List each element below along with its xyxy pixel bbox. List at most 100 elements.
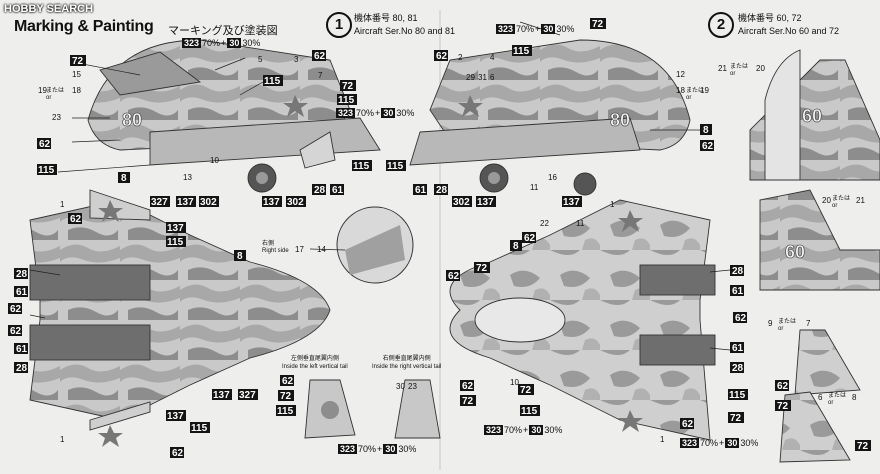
svg-text:16: 16	[548, 173, 557, 182]
svg-text:6: 6	[818, 393, 823, 402]
color-pct-a: 70%	[516, 24, 535, 34]
callout-leader-lines	[29, 21, 731, 351]
svg-text:6: 6	[490, 73, 495, 82]
decal-tag-8: 8	[700, 124, 712, 136]
color-code-a: 323	[336, 108, 356, 118]
caption-or-scheme2-mid: または or	[832, 196, 850, 210]
svg-text:115: 115	[387, 161, 404, 172]
color-mix-bottom-left: 323 70% + 30 30%	[338, 444, 416, 454]
caption-right-side-en: Right side	[262, 248, 289, 254]
svg-text:19: 19	[700, 86, 709, 95]
color-mix-upper-right: 323 70% + 30 30%	[496, 24, 574, 34]
decal-tag-115: 115	[512, 45, 532, 57]
decal-tag-72: 72	[340, 80, 356, 92]
color-mix-upper-left: 323 70% + 30 30%	[182, 38, 260, 48]
page-title: Marking & Painting	[14, 18, 154, 35]
svg-text:22: 22	[540, 219, 549, 228]
color-code-a: 323	[680, 438, 700, 448]
color-code-b: 30	[541, 24, 556, 34]
caption-right-tail: 右側垂直尾翼内側 Inside the right vertical tail	[372, 355, 441, 371]
color-pct-b: 30%	[544, 425, 563, 435]
color-code-a: 323	[182, 38, 202, 48]
decal-tag-115: 115	[337, 94, 357, 106]
svg-text:115: 115	[353, 161, 370, 172]
brand-watermark: HOBBY SEARCH	[4, 3, 94, 15]
color-mix-bottom-right: 323 70% + 30 30%	[680, 438, 758, 448]
color-pct-b: 30%	[398, 444, 417, 454]
color-pct-a: 70%	[202, 38, 221, 48]
decal-tag-62: 62	[170, 447, 184, 459]
color-mix-bottom-center: 323 70% + 30 30%	[484, 425, 562, 435]
caption-or-jp: または	[778, 319, 797, 325]
svg-text:62: 62	[448, 271, 460, 282]
tail-number-60-upper: 60	[802, 106, 822, 126]
svg-text:61: 61	[415, 185, 427, 196]
svg-text:115: 115	[338, 95, 355, 106]
decal-tag-72: 72	[728, 412, 744, 424]
color-pct-b: 30%	[396, 108, 415, 118]
svg-text:137: 137	[167, 411, 184, 422]
decal-tag-137: 137	[262, 196, 282, 208]
color-plus: +	[523, 425, 529, 435]
svg-text:115: 115	[521, 406, 538, 417]
decal-tag-61: 61	[330, 184, 344, 196]
decal-tag-62: 62	[446, 270, 460, 282]
color-pct-a: 70%	[358, 444, 377, 454]
star-insignia-icon	[458, 95, 483, 117]
svg-text:8: 8	[852, 393, 857, 402]
scheme-1-serial-en: Aircraft Ser.No 80 and 81	[354, 26, 456, 36]
decal-tag-72: 72	[775, 400, 791, 412]
svg-text:115: 115	[191, 423, 208, 434]
svg-text:10: 10	[510, 378, 519, 387]
decal-tag-137: 137	[166, 410, 186, 422]
svg-text:23: 23	[52, 113, 61, 122]
color-plus: +	[375, 108, 381, 118]
scheme-1-serial-jp: 機体番号 80, 81	[354, 13, 418, 23]
svg-text:18: 18	[72, 86, 81, 95]
color-pct-b: 30%	[242, 38, 261, 48]
decal-tag-8: 8	[510, 240, 522, 252]
decal-tag-327: 327	[238, 389, 258, 401]
color-plus: +	[719, 438, 725, 448]
caption-left-tail-jp: 左側垂直尾翼内側	[290, 356, 339, 362]
caption-left-tail-en: Inside the left vertical tail	[282, 364, 348, 370]
inner-tail-left	[304, 379, 356, 439]
decal-tag-115: 115	[37, 164, 57, 176]
detail-inset-circle	[336, 206, 414, 284]
svg-text:115: 115	[729, 390, 746, 401]
svg-text:61: 61	[732, 343, 744, 354]
svg-text:62: 62	[39, 139, 51, 150]
svg-text:30: 30	[396, 382, 405, 391]
caption-or-en: or	[686, 95, 692, 101]
scheme-number-1: 1	[326, 12, 352, 38]
svg-text:137: 137	[177, 197, 194, 208]
color-code-a: 323	[484, 425, 504, 435]
svg-text:62: 62	[436, 51, 448, 62]
svg-text:137: 137	[477, 197, 494, 208]
decal-tag-137: 137	[166, 222, 186, 234]
decal-tag-28: 28	[730, 265, 744, 277]
svg-text:9: 9	[768, 319, 773, 328]
svg-text:62: 62	[777, 381, 789, 392]
svg-text:137: 137	[263, 197, 280, 208]
svg-text:137: 137	[167, 223, 184, 234]
svg-text:72: 72	[280, 391, 292, 402]
decal-tag-137: 137	[476, 196, 496, 208]
decal-tag-61: 61	[413, 184, 427, 196]
svg-text:3: 3	[294, 55, 299, 64]
svg-text:12: 12	[676, 70, 685, 79]
svg-text:302: 302	[200, 197, 217, 208]
svg-text:13: 13	[183, 173, 192, 182]
svg-text:115: 115	[167, 237, 184, 248]
svg-text:72: 72	[520, 385, 532, 396]
decal-tag-61: 61	[730, 342, 744, 354]
scheme-2-serial-jp: 機体番号 60, 72	[738, 13, 802, 23]
svg-text:10: 10	[210, 156, 219, 165]
svg-text:8: 8	[237, 251, 243, 262]
caption-or-scheme2-tail2: または or	[828, 393, 846, 407]
decal-tag-137: 137	[176, 196, 196, 208]
decal-tag-62: 62	[522, 232, 536, 244]
caption-or-jp: または	[828, 393, 847, 399]
color-code-b: 30	[381, 108, 396, 118]
decal-tag-8: 8	[234, 250, 246, 262]
